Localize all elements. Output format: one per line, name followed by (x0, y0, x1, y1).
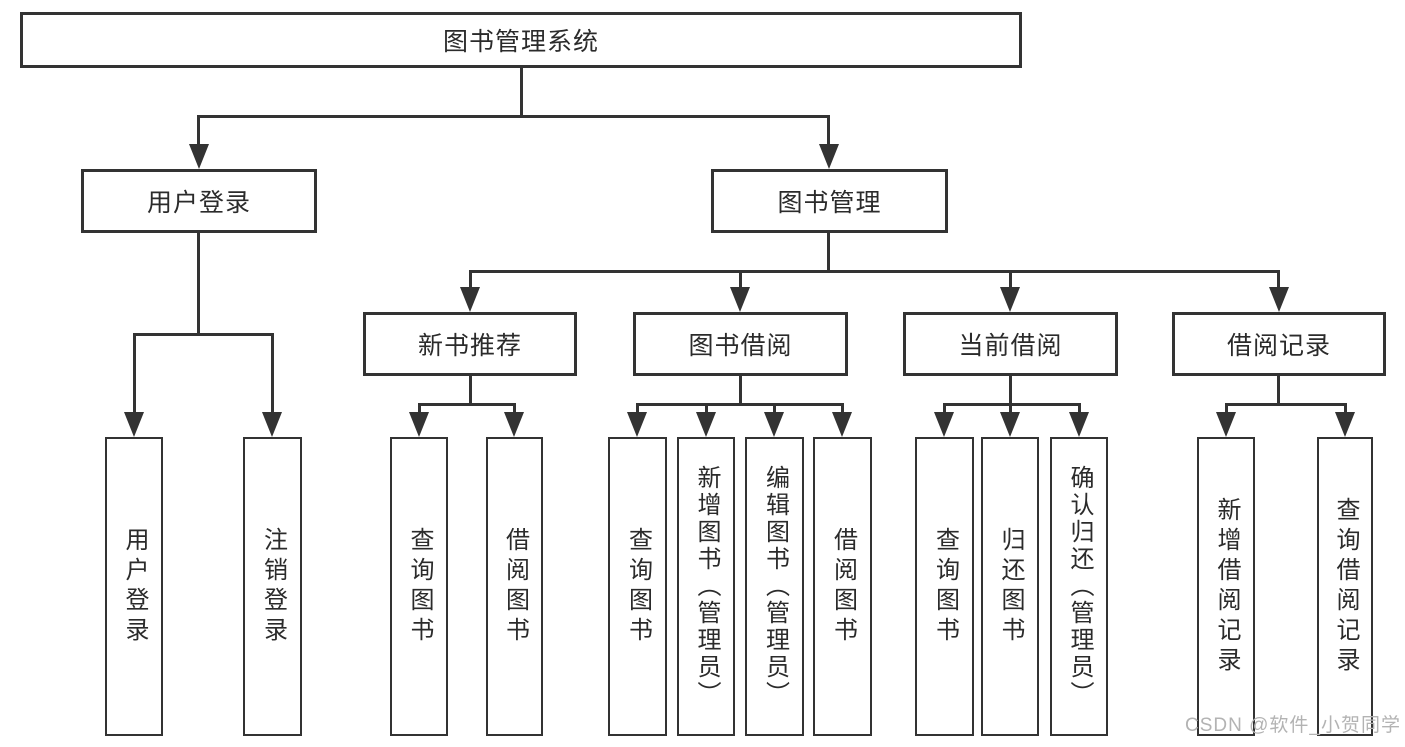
leaf-bookborrow-borrow-books: 借阅图书 (813, 437, 872, 736)
leaf-bookborrow-add-books-admin-label: 新增图书（管理员） (693, 465, 720, 708)
connector-drop-leaf (513, 403, 516, 416)
node-root-label: 图书管理系统 (442, 28, 599, 56)
connector-borrow-records-bar (1225, 403, 1347, 406)
node-book-management-label: 图书管理 (777, 189, 882, 217)
leaf-newbook-query-books-label: 查询图书 (406, 526, 433, 647)
connector-book-borrow-stem (739, 375, 742, 405)
leaf-currentborrow-query-books: 查询图书 (915, 437, 974, 736)
node-book-borrow-label: 图书借阅 (688, 332, 793, 360)
arrow-down-icon (262, 412, 282, 437)
connector-drop-book-management (827, 115, 830, 147)
arrow-down-icon (1000, 412, 1020, 437)
arrow-down-icon (1335, 412, 1355, 437)
node-new-book-recommend: 新书推荐 (363, 312, 577, 376)
leaf-currentborrow-return-books-label: 归还图书 (997, 526, 1024, 647)
arrow-down-icon (764, 412, 784, 437)
connector-drop-leaf (773, 403, 776, 416)
leaf-logout: 注销登录 (243, 437, 302, 736)
leaf-records-add-record: 新增借阅记录 (1197, 437, 1255, 736)
node-book-borrow: 图书借阅 (633, 312, 848, 376)
node-current-borrow: 当前借阅 (903, 312, 1118, 376)
connector-drop-leaf (841, 403, 844, 416)
connector-root-stem (520, 65, 523, 117)
connector-drop-borrow-records (1277, 270, 1280, 290)
leaf-bookborrow-add-books-admin: 新增图书（管理员） (677, 437, 735, 736)
node-borrow-records-label: 借阅记录 (1226, 332, 1331, 360)
connector-drop-leaf (636, 403, 639, 416)
connector-drop-leaf (943, 403, 946, 416)
connector-user-login-stem (197, 232, 200, 335)
connector-drop-leaf (1009, 403, 1012, 416)
node-user-login-label: 用户登录 (146, 189, 251, 217)
connector-drop-leaf (418, 403, 421, 416)
arrow-down-icon (504, 412, 524, 437)
csdn-watermark: CSDN @软件_小贺同学 (1185, 715, 1401, 736)
leaf-bookborrow-borrow-books-label: 借阅图书 (829, 526, 857, 647)
connector-drop-new-book (469, 270, 472, 290)
arrow-down-icon (124, 412, 144, 437)
leaf-bookborrow-query-books-label: 查询图书 (624, 526, 652, 647)
leaf-newbook-borrow-books-label: 借阅图书 (501, 526, 529, 647)
arrow-down-icon (627, 412, 647, 437)
arrow-down-icon (460, 287, 480, 312)
connector-drop-leaf (1078, 403, 1081, 416)
leaf-currentborrow-return-books: 归还图书 (981, 437, 1039, 736)
arrow-down-icon (934, 412, 954, 437)
connector-drop-book-borrow (739, 270, 742, 290)
connector-new-book-stem (469, 375, 472, 405)
leaf-currentborrow-confirm-return-admin: 确认归还（管理员） (1050, 437, 1108, 736)
arrow-down-icon (1269, 287, 1289, 312)
connector-drop-user-login (197, 115, 200, 147)
leaf-currentborrow-query-books-label: 查询图书 (931, 526, 959, 647)
leaf-newbook-borrow-books: 借阅图书 (486, 437, 543, 736)
connector-current-borrow-bar (943, 403, 1081, 406)
leaf-bookborrow-edit-books-admin-label: 编辑图书（管理员） (761, 465, 789, 708)
arrow-down-icon (1069, 412, 1089, 437)
connector-drop-current-borrow (1009, 270, 1012, 290)
node-borrow-records: 借阅记录 (1172, 312, 1386, 376)
leaf-records-query-record: 查询借阅记录 (1317, 437, 1373, 736)
node-user-login: 用户登录 (81, 169, 317, 233)
node-current-borrow-label: 当前借阅 (958, 332, 1063, 360)
leaf-user-login-label: 用户登录 (121, 526, 148, 647)
arrow-down-icon (409, 412, 429, 437)
arrow-down-icon (832, 412, 852, 437)
connector-user-login-bar (133, 333, 274, 336)
node-new-book-recommend-label: 新书推荐 (417, 332, 522, 360)
connector-drop-leaf-logout (271, 333, 274, 414)
connector-drop-leaf (1344, 403, 1347, 416)
leaf-records-query-record-label: 查询借阅记录 (1332, 496, 1359, 677)
node-root: 图书管理系统 (20, 12, 1022, 68)
leaf-bookborrow-edit-books-admin: 编辑图书（管理员） (745, 437, 804, 736)
connector-new-book-bar (418, 403, 516, 406)
leaf-logout-label: 注销登录 (259, 526, 287, 647)
leaf-bookborrow-query-books: 查询图书 (608, 437, 667, 736)
arrow-down-icon (1000, 287, 1020, 312)
connector-level3-bar (469, 270, 1280, 273)
arrow-down-icon (189, 144, 209, 169)
arrow-down-icon (696, 412, 716, 437)
node-book-management: 图书管理 (711, 169, 948, 233)
arrow-down-icon (1216, 412, 1236, 437)
connector-level2-bar (198, 115, 830, 118)
arrow-down-icon (730, 287, 750, 312)
connector-drop-leaf (705, 403, 708, 416)
connector-drop-leaf-user-login (133, 333, 136, 414)
connector-drop-leaf (1225, 403, 1228, 416)
arrow-down-icon (819, 144, 839, 169)
leaf-currentborrow-confirm-return-admin-label: 确认归还（管理员） (1066, 465, 1093, 708)
connector-borrow-records-stem (1277, 375, 1280, 405)
connector-book-borrow-bar (636, 403, 844, 406)
connector-current-borrow-stem (1009, 375, 1012, 405)
leaf-newbook-query-books: 查询图书 (390, 437, 448, 736)
connector-book-management-stem (827, 232, 830, 272)
leaf-records-add-record-label: 新增借阅记录 (1213, 496, 1240, 677)
leaf-user-login: 用户登录 (105, 437, 163, 736)
